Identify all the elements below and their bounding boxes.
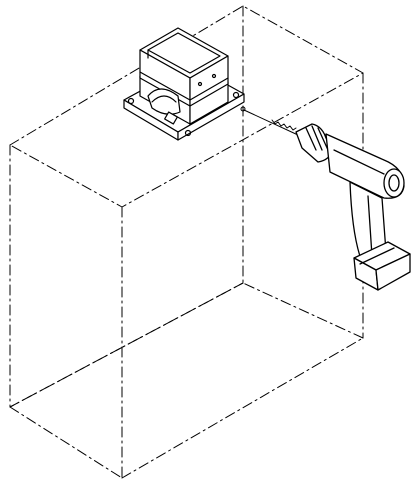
connector-housing [123,27,245,141]
chuck-ring-1 [305,127,317,151]
drill-bit-flutes [271,119,297,131]
drill-target-mark [240,106,246,112]
drill-rear-cap [383,168,405,198]
enclosure-bottom-left [9,406,123,479]
housing-band-left [139,71,191,101]
locking-lever-arc [151,95,177,103]
enclosure-outline [9,5,364,479]
drill-battery-ridge [359,247,395,265]
lever-latch [164,111,178,125]
drill-bit-shaft [243,109,299,136]
drill-body-seam [333,149,385,175]
chuck-ring-3 [317,127,329,151]
housing-band-right [189,77,229,101]
housing-right-wall [189,55,229,107]
base-screw-left [127,97,135,105]
drill-battery-side [375,253,411,291]
housing-hole-b [211,73,217,79]
enclosure-mid-left [9,282,244,408]
housing-base-plate-front [177,93,245,141]
housing-hole-a [197,81,203,87]
housing-top-opening [147,32,221,74]
drill-rear-cap-inner [388,174,400,192]
enclosure-bottom-right [121,337,364,479]
base-screw-right [184,129,192,137]
cordless-drill [295,123,411,291]
base-screw-back [232,91,240,99]
locking-lever [147,88,181,115]
drill-bit [240,106,299,136]
drill-handle-seam [367,195,373,257]
chuck-ring-2 [311,125,323,151]
enclosure-bottom-back-right [242,282,364,339]
